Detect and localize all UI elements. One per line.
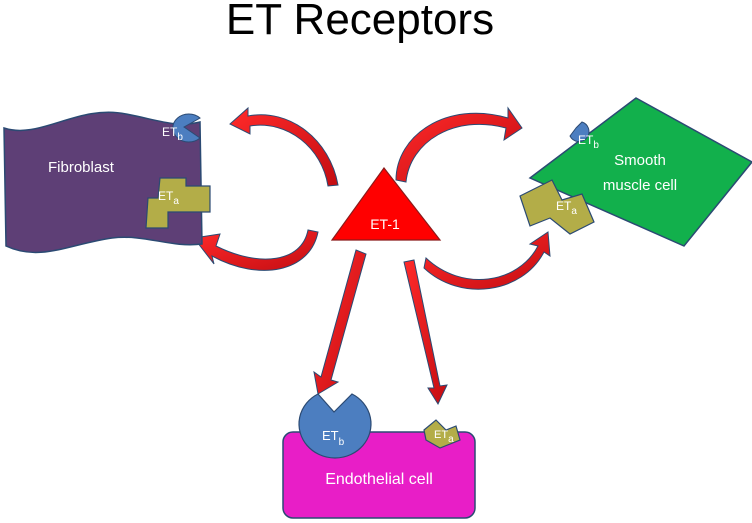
svg-text:ETb: ETb bbox=[162, 125, 183, 143]
arrow-to-smooth-muscle-upper bbox=[395, 106, 523, 183]
receptor-prefix: ET bbox=[578, 133, 594, 147]
svg-text:ETa: ETa bbox=[556, 199, 577, 217]
fibroblast-etb-receptor: ETb bbox=[162, 113, 201, 143]
et1-label: ET-1 bbox=[370, 216, 400, 232]
et1-ligand: ET-1 bbox=[330, 166, 442, 241]
receptor-prefix: ET bbox=[162, 125, 178, 139]
arrow-to-smooth-muscle-lower bbox=[423, 231, 551, 290]
endothelial-eta-receptor: ETa bbox=[423, 419, 461, 449]
receptor-prefix: ET bbox=[158, 189, 174, 203]
straight-arrows bbox=[313, 249, 448, 406]
receptor-subscript: b bbox=[593, 140, 599, 151]
fibroblast-cell: Fibroblast ETb ETa bbox=[3, 111, 211, 254]
svg-text:ETa: ETa bbox=[434, 429, 454, 445]
receptor-subscript: a bbox=[571, 206, 577, 217]
endothelial-etb-receptor: ETb bbox=[298, 393, 372, 459]
smooth-muscle-label-line2: muscle cell bbox=[603, 177, 677, 194]
arrow-to-endothelial-eta bbox=[403, 259, 448, 406]
receptor-prefix: ET bbox=[322, 428, 339, 443]
svg-text:ETb: ETb bbox=[322, 428, 345, 448]
arrow-to-endothelial-etb bbox=[313, 249, 367, 395]
arrow-to-fibroblast-lower bbox=[193, 229, 319, 271]
receptor-prefix: ET bbox=[434, 429, 448, 441]
receptor-subscript: a bbox=[173, 196, 179, 207]
receptor-subscript: b bbox=[339, 437, 345, 448]
receptor-prefix: ET bbox=[556, 199, 572, 213]
diagram-title: ET Receptors bbox=[226, 0, 494, 44]
receptor-subscript: a bbox=[448, 434, 454, 445]
curved-arrows bbox=[193, 106, 551, 290]
smooth-muscle-etb-receptor: ETb bbox=[569, 121, 599, 151]
smooth-muscle-cell: Smooth muscle cell ETb ETa bbox=[519, 97, 752, 247]
arrow-to-fibroblast-upper bbox=[229, 106, 339, 187]
smooth-muscle-label-line1: Smooth bbox=[614, 152, 666, 169]
receptor-subscript: b bbox=[177, 132, 183, 143]
smooth-muscle-eta-receptor: ETa bbox=[519, 179, 595, 235]
fibroblast-eta-receptor: ETa bbox=[145, 177, 211, 229]
svg-text:ETb: ETb bbox=[578, 133, 599, 151]
fibroblast-label: Fibroblast bbox=[48, 159, 115, 176]
svg-text:ETa: ETa bbox=[158, 189, 179, 207]
endothelial-cell: Endothelial cell ETb ETa bbox=[282, 393, 476, 519]
endothelial-label: Endothelial cell bbox=[325, 471, 433, 488]
